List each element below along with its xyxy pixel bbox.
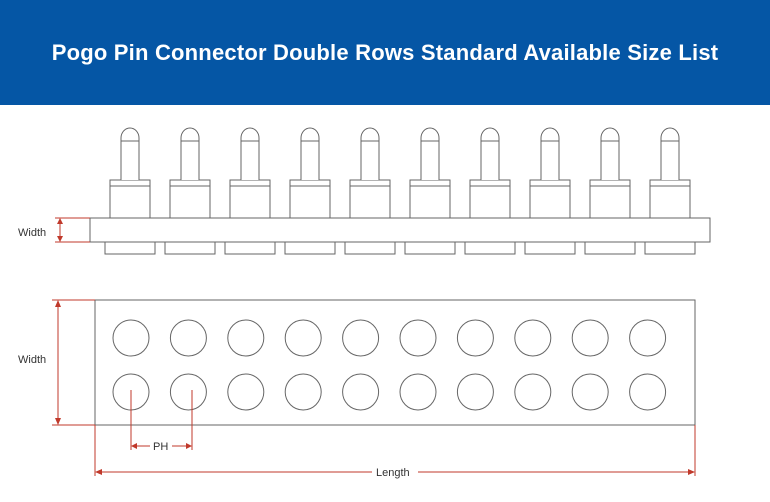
side-view-foot [644,241,696,255]
side-view-foot [464,241,516,255]
pin-hole [342,373,380,411]
side-view-pin [169,127,211,242]
pin-hole [571,319,609,357]
pitch-dimension [130,390,193,450]
side-view-foot [584,241,636,255]
side-view-body [89,217,711,243]
side-view: Width [18,127,711,255]
top-view: Width PH Length [18,299,696,479]
pin-hole [514,373,552,411]
side-view-pin [289,127,331,242]
side-view-pins [109,127,691,242]
side-view-foot [524,241,576,255]
side-view-pin [529,127,571,242]
pin-hole [112,319,150,357]
side-view-pin [649,127,691,242]
side-view-foot [404,241,456,255]
pin-hole [169,319,207,357]
pin-hole [227,373,265,411]
pitch-label: PH [153,441,168,453]
length-label: Length [376,467,410,479]
pin-hole [342,319,380,357]
pin-hole [399,373,437,411]
side-view-foot [284,241,336,255]
pin-hole [629,319,667,357]
pin-hole [571,373,609,411]
top-width-dimension [52,299,95,426]
pin-hole [456,319,494,357]
side-view-foot [164,241,216,255]
title-banner: Pogo Pin Connector Double Rows Standard … [0,0,770,105]
pin-hole [169,373,207,411]
side-view-pin [109,127,151,242]
pin-hole [284,319,322,357]
pin-hole [284,373,322,411]
page-title: Pogo Pin Connector Double Rows Standard … [51,39,719,65]
side-width-dimension [55,217,90,243]
pin-hole [227,319,265,357]
top-view-holes [112,319,667,411]
pin-hole [399,319,437,357]
pin-hole [456,373,494,411]
side-view-pin [469,127,511,242]
pin-hole [514,319,552,357]
top-width-label: Width [18,354,46,366]
side-view-feet [104,241,696,255]
side-view-foot [224,241,276,255]
side-view-foot [344,241,396,255]
length-dimension [94,425,696,476]
side-view-foot [104,241,156,255]
side-width-label: Width [18,227,46,239]
pin-hole [629,373,667,411]
